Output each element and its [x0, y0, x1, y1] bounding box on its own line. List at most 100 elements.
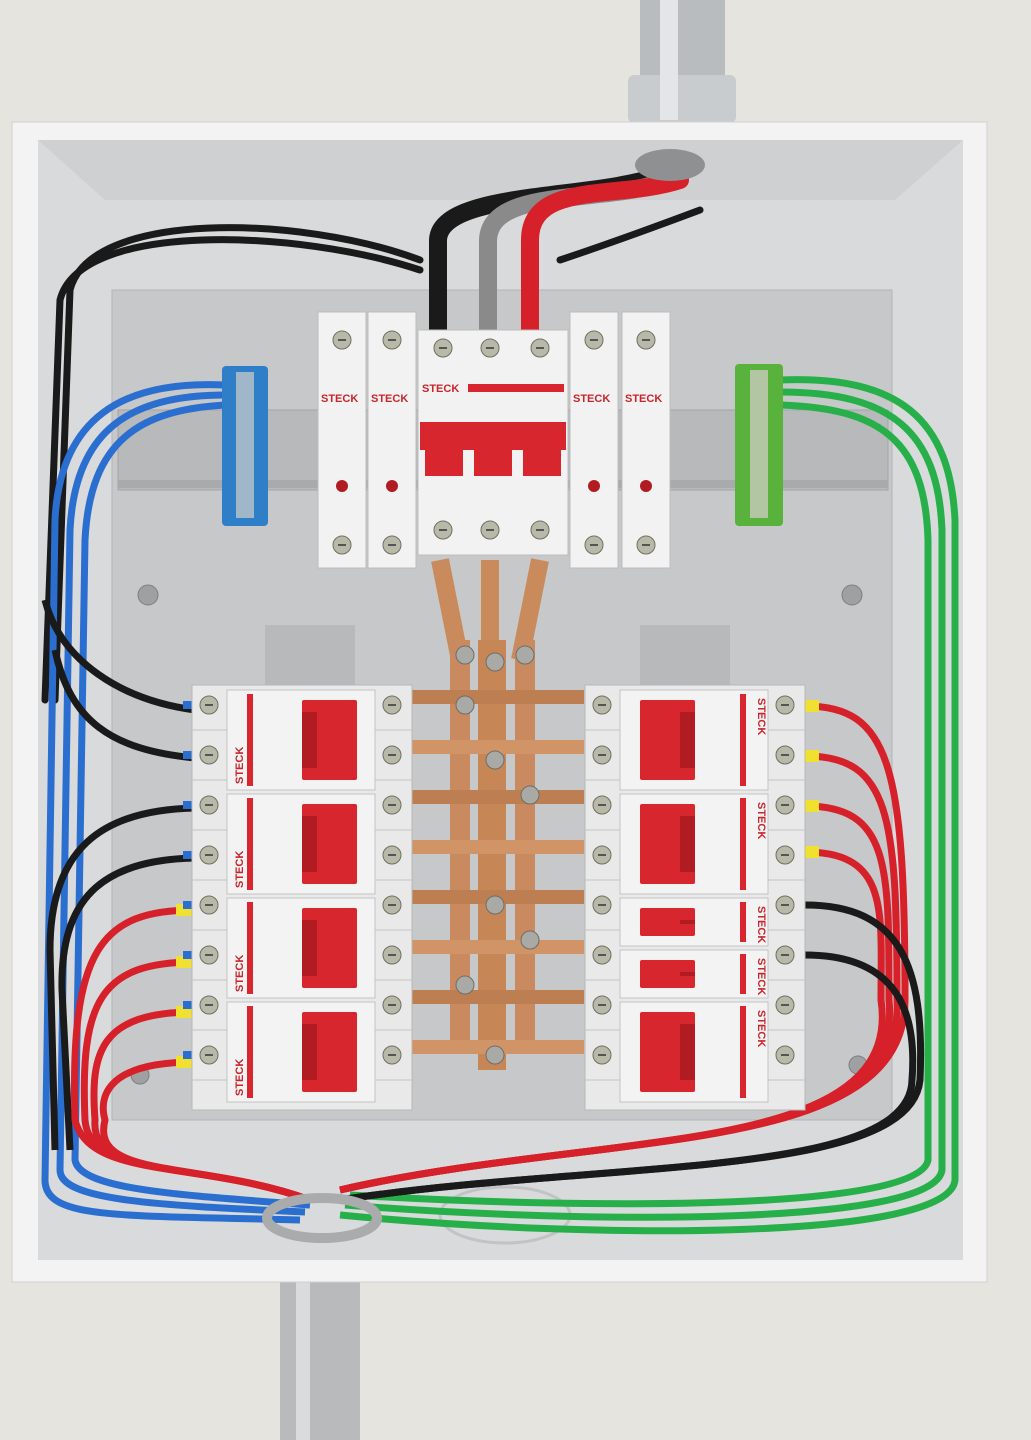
indicator-light — [386, 480, 398, 492]
circuit-breaker: STECK — [619, 1001, 769, 1103]
branch-wire — [58, 854, 196, 1151]
circuit-breaker: STECK — [226, 793, 376, 895]
busbar-bolt — [485, 895, 505, 915]
brand-label: STECK — [371, 393, 408, 405]
brand-label: STECK — [755, 1010, 767, 1047]
main-breaker — [417, 329, 569, 556]
handle-shadow — [302, 816, 317, 872]
circuit-breaker: STECK — [226, 689, 376, 791]
brand-label: STECK — [755, 802, 767, 839]
circuit-breaker: STECK — [619, 949, 769, 999]
main-breaker-handle — [420, 422, 566, 450]
busbar-finger — [412, 840, 584, 854]
spd-body — [569, 311, 619, 569]
wire-ferrule — [183, 701, 197, 709]
bottom-conduit — [280, 1280, 360, 1440]
label-strip — [740, 1006, 746, 1098]
neutral-bar — [222, 366, 268, 526]
busbar-bolt — [455, 645, 475, 665]
busbar-finger — [412, 690, 584, 704]
din-rail-bracket-right — [640, 625, 730, 690]
busbar-bolt — [455, 695, 475, 715]
brand-label: STECK — [625, 393, 662, 405]
brand-label: STECK — [234, 851, 246, 888]
wire-ferrule — [183, 1001, 197, 1009]
handle-pole — [474, 448, 512, 476]
label-strip — [468, 384, 564, 392]
brand-label: STECK — [321, 393, 358, 405]
label-strip — [740, 798, 746, 890]
busbar-finger — [412, 940, 584, 954]
left-breaker-column: STECK STECK STECK STECK — [191, 684, 413, 1111]
busbar-bolt — [520, 930, 540, 950]
wire-ferrule — [183, 1051, 197, 1059]
wire-ferrule — [183, 851, 197, 859]
spd-body — [367, 311, 417, 569]
wire-ferrule — [183, 901, 197, 909]
surge-protector: STECK — [569, 311, 619, 569]
surge-protector: STECK — [317, 311, 367, 569]
circuit-breaker: STECK — [619, 897, 769, 947]
circuit-breaker: STECK — [226, 897, 376, 999]
incoming-wires — [41, 149, 705, 704]
branch-wire — [41, 599, 196, 714]
circuit-breaker: STECK — [226, 1001, 376, 1103]
label-strip — [247, 1006, 253, 1098]
branch-wires — [41, 599, 925, 1204]
ground-wires — [339, 376, 959, 1235]
handle-shadow — [302, 1024, 317, 1080]
handle-shadow — [680, 972, 695, 976]
busbar-bolt — [485, 1045, 505, 1065]
surge-protector: STECK — [621, 311, 671, 569]
label-strip — [247, 798, 253, 890]
busbar-main — [478, 640, 506, 1070]
label-strip — [740, 694, 746, 786]
handle-pole — [425, 448, 463, 476]
wire-ferrule — [803, 800, 819, 812]
handle-shadow — [302, 920, 317, 976]
indicator-light — [640, 480, 652, 492]
circuit-breaker: STECK — [619, 793, 769, 895]
branch-wire — [99, 1058, 312, 1204]
neutral-wires — [41, 381, 311, 1224]
ground-bar — [735, 364, 783, 526]
handle-shadow — [302, 712, 317, 768]
wire-ferrule — [183, 801, 197, 809]
indicator-light — [336, 480, 348, 492]
handle-shadow — [680, 920, 695, 924]
breaker-handle — [640, 960, 695, 988]
din-rail-bracket-left — [265, 625, 355, 690]
brand-label: STECK — [755, 906, 767, 943]
busbar-finger — [412, 740, 584, 754]
branch-wire — [339, 951, 917, 1204]
label-strip — [247, 902, 253, 994]
wire-ferrule — [803, 750, 819, 762]
circuit-breaker: STECK — [619, 689, 769, 791]
brand-label: STECK — [234, 1059, 246, 1096]
copper-busbar — [412, 558, 584, 1070]
cable-grommet — [262, 1193, 382, 1243]
breaker-handle — [640, 908, 695, 936]
main-breaker-brand-label: STECK — [422, 383, 459, 395]
handle-shadow — [680, 712, 695, 768]
wire-ferrule — [183, 951, 197, 959]
wire-ferrule — [803, 846, 819, 858]
enclosure-top-wall — [38, 140, 963, 200]
spd-body — [621, 311, 671, 569]
busbar-finger — [412, 990, 584, 1004]
handle-shadow — [680, 1024, 695, 1080]
handle-shadow — [680, 816, 695, 872]
brand-label: STECK — [573, 393, 610, 405]
top-conduit — [628, 0, 736, 123]
surge-protector: STECK — [367, 311, 417, 569]
label-strip — [740, 902, 746, 942]
label-strip — [740, 954, 746, 994]
branch-wire — [51, 649, 196, 762]
brand-label: STECK — [234, 747, 246, 784]
busbar-bolt — [485, 652, 505, 672]
brand-label: STECK — [755, 698, 767, 735]
busbar-bolt — [455, 975, 475, 995]
busbar-bolt — [515, 645, 535, 665]
brand-label: STECK — [234, 955, 246, 992]
